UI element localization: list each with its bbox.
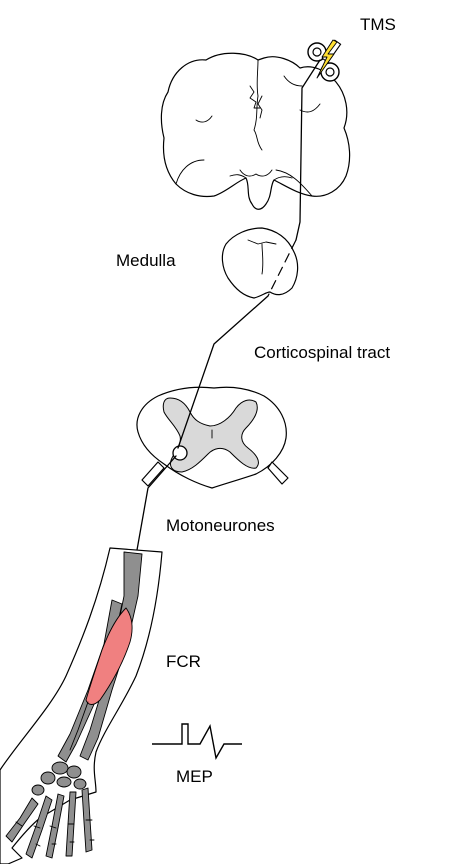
- fcr-label: FCR: [166, 652, 201, 671]
- medulla-section: Medulla: [116, 228, 298, 298]
- mep-label: MEP: [176, 767, 213, 786]
- medulla-label: Medulla: [116, 251, 176, 270]
- spinal-cord-section: Motoneurones: [137, 387, 288, 535]
- brain-coronal-section: [161, 53, 349, 209]
- forearm-and-hand: FCR: [0, 548, 201, 864]
- mep-trace: [152, 724, 242, 758]
- tms-label: TMS: [360, 15, 396, 34]
- tms-stimulator: TMS: [308, 15, 396, 81]
- corticospinal-tract-label: Corticospinal tract: [254, 343, 390, 362]
- ventral-root-right: [268, 462, 288, 484]
- medulla-outline: [222, 228, 297, 298]
- motoneurones-label: Motoneurones: [166, 516, 275, 535]
- brain-outline: [161, 53, 349, 209]
- mep-waveform-icon: MEP: [152, 724, 242, 786]
